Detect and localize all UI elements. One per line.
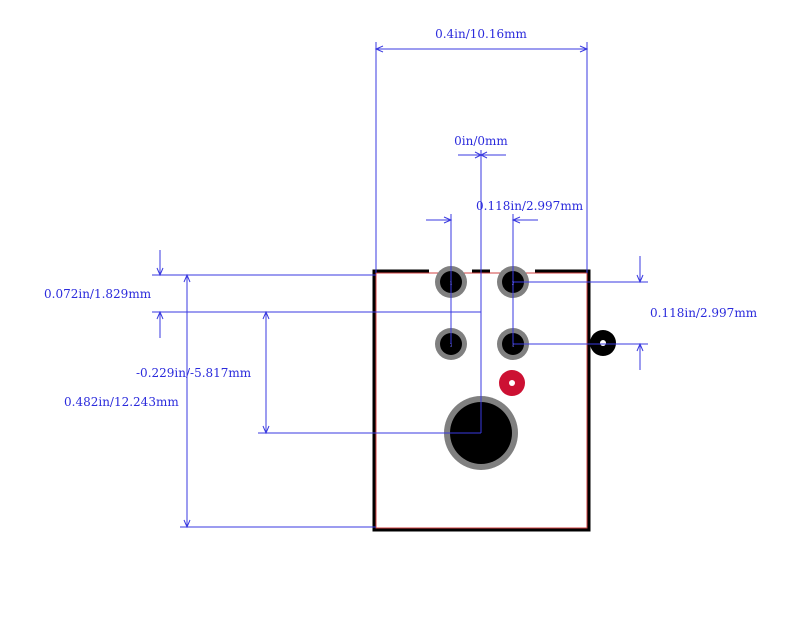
dim-overall-width-label: 0.4in/10.16mm bbox=[435, 27, 527, 41]
dim-pin-pitch-x: 0.118in/2.997mm bbox=[426, 199, 584, 344]
dim-top-offset-label: 0.072in/1.829mm bbox=[44, 287, 152, 301]
dim-top-offset: 0.072in/1.829mm bbox=[44, 250, 481, 338]
dim-pin-pitch-x-label: 0.118in/2.997mm bbox=[476, 199, 584, 213]
dim-center-offset: 0in/0mm bbox=[454, 134, 508, 433]
dim-pin-pitch-y-label: 0.118in/2.997mm bbox=[650, 306, 758, 320]
dim-hole-offset: -0.229in/-5.817mm bbox=[136, 310, 481, 435]
side-marker bbox=[590, 330, 616, 356]
dim-overall-height-label: 0.482in/12.243mm bbox=[64, 395, 179, 409]
dim-hole-offset-label: -0.229in/-5.817mm bbox=[136, 366, 252, 380]
pad-2-label: 2 bbox=[512, 281, 515, 286]
pad-4-label: 4 bbox=[512, 343, 515, 348]
polarity-marker bbox=[499, 370, 525, 396]
dim-pin-pitch-y: 0.118in/2.997mm bbox=[513, 256, 758, 370]
pad-1-label: 1 bbox=[450, 281, 453, 286]
dim-overall-width: 0.4in/10.16mm bbox=[374, 27, 589, 273]
dim-overall-height: 0.482in/12.243mm bbox=[64, 273, 376, 529]
pad-3-label: 3 bbox=[450, 343, 453, 348]
dim-center-offset-label: 0in/0mm bbox=[454, 134, 508, 148]
